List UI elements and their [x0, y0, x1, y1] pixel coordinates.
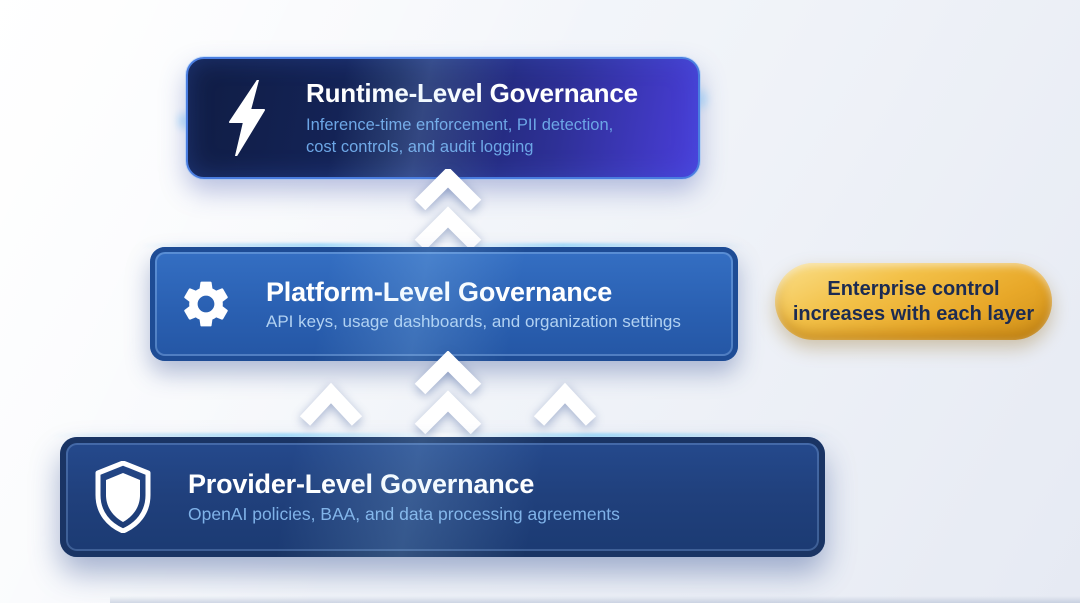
- lightning-icon: [224, 80, 270, 156]
- enterprise-control-badge: Enterprise control increases with each l…: [775, 263, 1052, 340]
- runtime-level-card: Runtime-Level Governance Inference-time …: [186, 57, 700, 179]
- double-up-chevron-icon: [408, 166, 488, 256]
- platform-level-card: Platform-Level Governance API keys, usag…: [150, 247, 738, 361]
- provider-level-card: Provider-Level Governance OpenAI policie…: [60, 437, 825, 557]
- platform-subtitle: API keys, usage dashboards, and organiza…: [266, 311, 681, 331]
- platform-title: Platform-Level Governance: [266, 276, 613, 307]
- provider-subtitle: OpenAI policies, BAA, and data processin…: [188, 504, 620, 524]
- runtime-title: Runtime-Level Governance: [306, 78, 638, 108]
- runtime-subtitle-line2: cost controls, and audit logging: [306, 138, 534, 156]
- runtime-subtitle-line1: Inference-time enforcement, PII detectio…: [306, 116, 614, 134]
- gear-icon: [178, 276, 234, 332]
- shield-icon: [94, 461, 152, 533]
- badge-text-line1: Enterprise control: [827, 277, 1000, 300]
- single-up-chevron-icon: [530, 373, 600, 434]
- provider-title: Provider-Level Governance: [188, 469, 535, 499]
- bottom-shadow: [110, 596, 1080, 603]
- badge-text-line2: increases with each layer: [792, 302, 1035, 325]
- single-up-chevron-icon: [296, 373, 366, 434]
- double-up-chevron-icon: [408, 350, 488, 440]
